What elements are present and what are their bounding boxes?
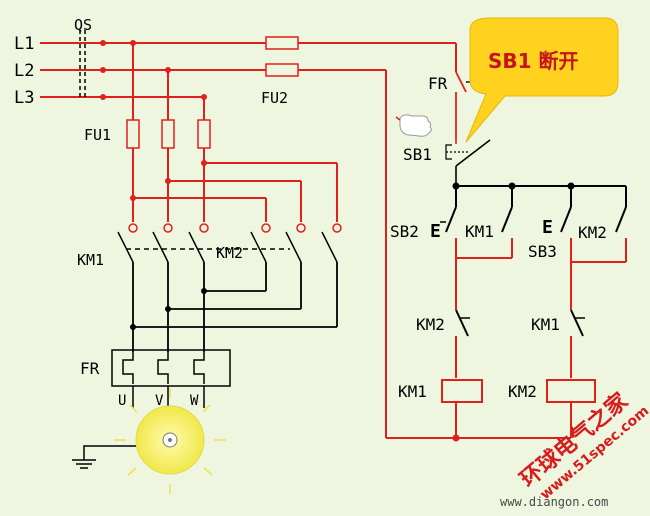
main-fuse-label: FU1 bbox=[84, 126, 111, 144]
stop-button-label: SB1 bbox=[403, 145, 432, 164]
control-fuse-label: FU2 bbox=[261, 89, 288, 107]
main-fuses-fu1 bbox=[126, 119, 211, 149]
hand-pointer-icon bbox=[395, 114, 432, 137]
control-fuses-fu2 bbox=[265, 36, 299, 77]
phase-label-l1: L1 bbox=[14, 34, 34, 54]
main-circuit-red-wires bbox=[132, 43, 338, 222]
coils bbox=[441, 379, 596, 403]
phase-label-l2: L2 bbox=[14, 61, 34, 81]
coil-km1-label: KM1 bbox=[398, 382, 427, 401]
callout-text: SB1 断开 bbox=[488, 49, 579, 73]
motor-icon bbox=[114, 388, 226, 494]
main-circuit-black-junctions bbox=[130, 288, 207, 330]
main-switch-label: QS bbox=[74, 16, 92, 34]
reverse-button-label: SB3 bbox=[528, 242, 557, 261]
forward-start-branch bbox=[440, 206, 513, 310]
terminal-v: V bbox=[155, 393, 164, 409]
contactor-terminals bbox=[128, 223, 342, 233]
km2-main-contacts bbox=[250, 231, 338, 263]
overload-control-label: FR bbox=[428, 74, 448, 93]
coil-km2-label: KM2 bbox=[508, 382, 537, 401]
phase-label-l3: L3 bbox=[14, 88, 34, 108]
ground-icon bbox=[72, 445, 136, 469]
main-circuit-junctions bbox=[130, 160, 207, 201]
callout-bubble bbox=[465, 17, 619, 143]
control-bus-black bbox=[455, 185, 627, 207]
stop-button-sb1 bbox=[445, 138, 491, 186]
reverse-button-marker: E bbox=[542, 217, 553, 238]
footer-watermark: www.diangon.com bbox=[500, 495, 608, 509]
control-bus-junctions bbox=[452, 182, 575, 190]
terminal-w: W bbox=[190, 393, 199, 409]
return-junction bbox=[452, 434, 460, 442]
interlock-km2-label: KM2 bbox=[416, 315, 445, 334]
forward-button-marker: E bbox=[430, 221, 441, 242]
control-return-wire bbox=[386, 402, 572, 439]
km2-main-label: KM2 bbox=[216, 244, 243, 262]
main-circuit-black-wires bbox=[132, 262, 338, 352]
km1-main-label: KM1 bbox=[77, 251, 104, 269]
power-bus bbox=[40, 42, 457, 438]
overload-relay-main bbox=[111, 349, 231, 408]
forward-button-label: SB2 bbox=[390, 222, 419, 241]
main-switch-qs bbox=[79, 30, 86, 100]
reverse-start-branch bbox=[560, 206, 627, 310]
interlock-contacts bbox=[455, 309, 585, 378]
overload-main-label: FR bbox=[80, 359, 100, 378]
terminal-u: U bbox=[118, 393, 126, 409]
forward-hold-label: KM1 bbox=[465, 222, 494, 241]
reverse-hold-label: KM2 bbox=[578, 223, 607, 242]
interlock-km1-label: KM1 bbox=[531, 315, 560, 334]
km1-main-contacts bbox=[117, 231, 290, 263]
